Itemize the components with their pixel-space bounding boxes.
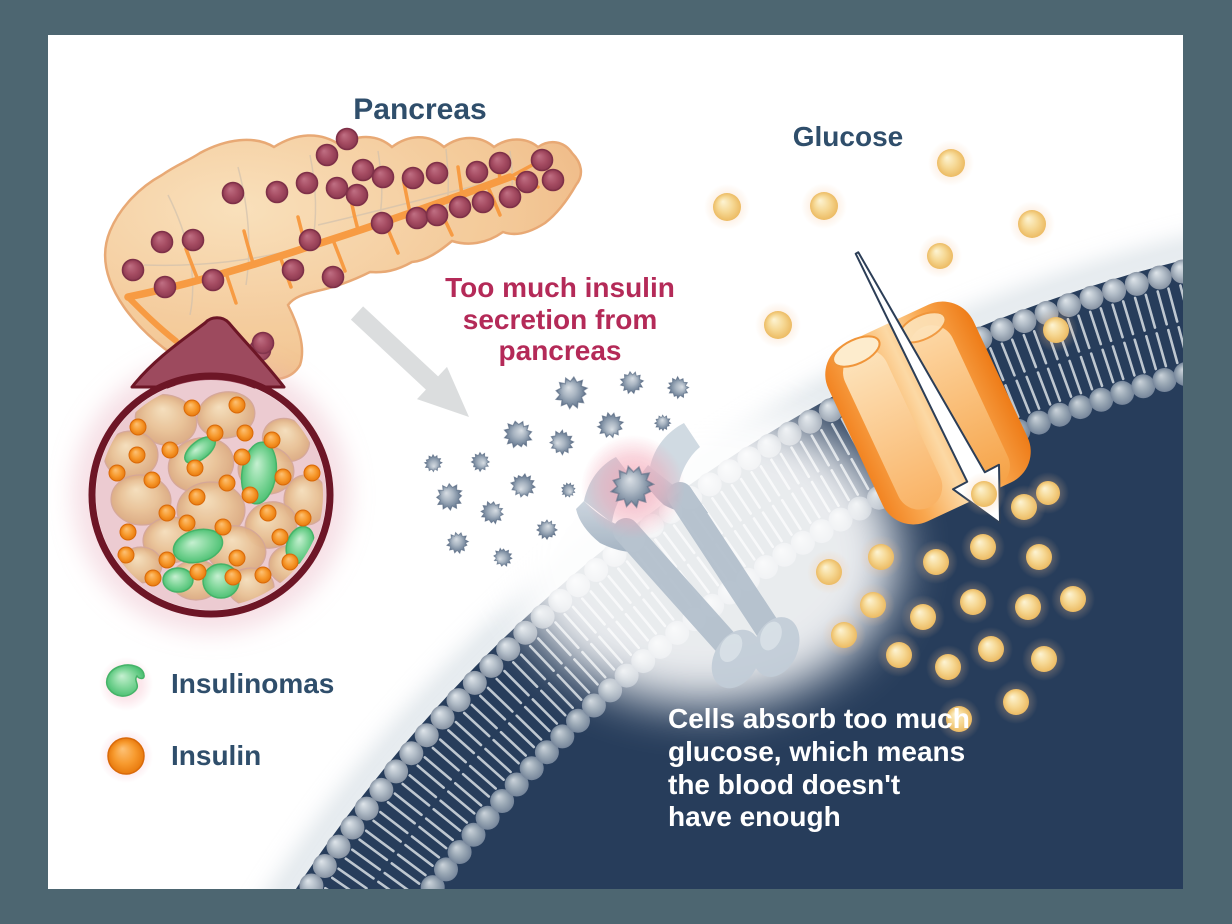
magnifier-inset <box>73 316 349 633</box>
legend-item-insulinomas: Insulinomas <box>97 655 334 713</box>
insulinoma-illustration <box>73 127 1183 889</box>
magnifier-ring <box>88 372 334 618</box>
insulin-granules <box>108 396 321 587</box>
legend-label: Insulin <box>171 740 262 771</box>
magnifier-cone <box>130 316 286 389</box>
glucose-particles <box>704 140 1095 741</box>
insulin-receptor <box>576 423 800 689</box>
diagram-canvas: Pancreas Glucose Too much insulin secret… <box>48 35 1183 889</box>
legend-label: Insulinomas <box>171 668 335 699</box>
insulin-swatch-icon <box>99 729 153 783</box>
legend-item-insulin: Insulin <box>97 727 261 785</box>
secretion-arrow <box>350 306 469 417</box>
insulinoma-swatch-icon <box>99 657 153 711</box>
